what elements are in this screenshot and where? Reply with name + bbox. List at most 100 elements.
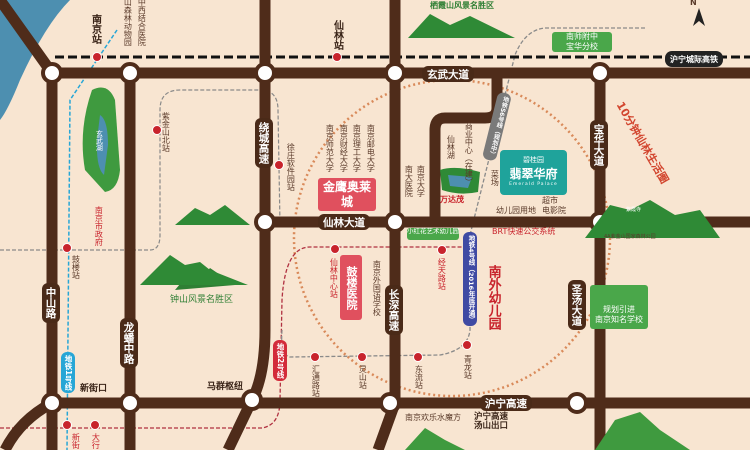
- project-brand: 碧桂园: [523, 156, 544, 164]
- poi-water-park: 南京欢乐水魔方: [405, 413, 461, 422]
- poi-xiaohonghua: 小红花艺术幼儿园: [407, 227, 459, 240]
- poi-gulou-hospital: 鼓楼医院: [340, 255, 362, 320]
- station-xianlin: 仙林站: [331, 20, 343, 50]
- junction: [119, 392, 141, 414]
- station-daxing: 大行: [91, 433, 101, 449]
- metro-station-icon: [152, 125, 162, 135]
- poi-market: 菜场: [490, 170, 500, 186]
- road-label-raocheng: 绕城高速: [255, 118, 273, 168]
- poi-xinjiekou: 新街口: [80, 384, 108, 394]
- poi-xianlin-lake: 仙林湖: [446, 135, 456, 159]
- poi-jinying: 金鹰奥莱城: [318, 178, 376, 211]
- station-xuzhuang: 徐庄软件园站: [286, 143, 296, 191]
- junction: [254, 62, 276, 84]
- metro-station-icon: [413, 352, 423, 362]
- poi-business: 商业中心（在建）: [464, 122, 474, 186]
- mountain-zijin-north: [175, 205, 250, 225]
- mountain-waterpark: [405, 428, 465, 450]
- junction: [119, 62, 141, 84]
- station-dongliu: 东流站: [414, 365, 424, 389]
- metro-station-icon: [62, 243, 72, 253]
- poi-zhongshan-scenic: 钟山风景名胜区: [170, 295, 234, 305]
- road-label-longpan: 龙蟠中路: [120, 318, 138, 368]
- mountain-tangshan: [595, 412, 690, 450]
- metro-station-icon: [90, 420, 100, 430]
- poi-brt: BRT快速公交系统: [492, 227, 556, 236]
- poi-njupt: 南京邮电大学: [366, 124, 376, 172]
- road-label-changshen: 长深高速: [385, 285, 403, 335]
- road-label-xuanwu: 玄武大道: [422, 66, 474, 82]
- metro-station-icon: [357, 352, 367, 362]
- junction: [589, 62, 611, 84]
- poi-supermarket: 超市: [542, 196, 558, 205]
- station-qinglong: 青龙站: [463, 355, 473, 379]
- poi-forest-park: 4A紫金山国家森林公园: [604, 234, 656, 240]
- junction: [41, 392, 63, 414]
- poi-nanda-hospital: 南大医院: [404, 165, 414, 197]
- label-qixia: 栖霞山风景名胜区: [430, 1, 494, 10]
- compass-label: N: [690, 0, 697, 7]
- station-lingshan: 灵山站: [358, 365, 368, 389]
- poi-njnu: 南京师范大学: [325, 124, 335, 172]
- junction: [384, 62, 406, 84]
- poi-planned-school: 规划引进 南京知名学校: [590, 285, 648, 329]
- metro-station-icon: [62, 420, 72, 430]
- poi-njust: 南京理工大学: [352, 124, 362, 172]
- metro-line-2: [0, 246, 470, 429]
- project-name-en: Emerald Palace: [509, 182, 558, 187]
- metro-station-icon: [437, 245, 447, 255]
- poi-nju: 南京大学: [416, 165, 426, 197]
- poi-tangshan-exit: 沪宁高速汤山出口: [474, 412, 509, 431]
- station-jingtian: 经天路站: [437, 258, 447, 290]
- junction: [566, 392, 588, 414]
- poi-xuanwu-lake: 玄武湖: [95, 130, 104, 151]
- poi-city-gov: 南京市政府: [94, 206, 104, 246]
- road-label-zhongshan: 中山路: [42, 283, 60, 323]
- mountain-qixia: [408, 14, 515, 38]
- metro-line-1: [66, 29, 118, 450]
- poi-forest-small: 紫霞寺: [626, 207, 642, 213]
- railway-label: 沪宁城际高铁: [665, 51, 723, 67]
- label-hospital-top: 中西结合医院: [137, 0, 147, 46]
- school-line1: 南师附中: [566, 32, 598, 41]
- metro-station-icon: [462, 340, 472, 350]
- project-card[interactable]: 碧桂园 翡翠华府 Emerald Palace: [500, 150, 567, 195]
- label-zoo: 山森林动物园: [123, 0, 133, 46]
- junction: [384, 211, 406, 233]
- planned-school-line1: 规划引进: [603, 305, 635, 314]
- junction: [241, 389, 263, 411]
- metro-line2-label: 地铁2号线: [273, 340, 287, 382]
- school-line2: 宝华分校: [566, 41, 598, 51]
- station-gulou: 鼓楼站: [71, 255, 81, 279]
- station-zijinshan: 紫金山北站: [161, 112, 171, 152]
- road-label-shengtang: 圣汤大道: [568, 280, 586, 330]
- poi-wanda: 万达茂: [440, 195, 464, 204]
- station-huitong: 汇通路站: [311, 365, 321, 397]
- station-nanjing: 南京站: [89, 14, 101, 44]
- station-xianlin-center: 仙林中心站: [329, 258, 339, 298]
- junction: [41, 62, 63, 84]
- road-label-huning: 沪宁高速: [480, 395, 532, 411]
- poi-cinema: 电影院: [542, 206, 566, 215]
- poi-kindergarten-land: 幼儿园用地: [496, 206, 536, 215]
- junction: [254, 211, 276, 233]
- station-xinjie: 新街: [71, 433, 81, 449]
- poi-nfls: 南京外国语学校: [372, 260, 382, 316]
- road-top-diag: [0, 0, 57, 77]
- xuanwu-lake: [96, 115, 108, 175]
- poi-nufe: 南京财经大学: [339, 124, 349, 172]
- metro-line4-label: 地铁4号线（2016年底开通）: [463, 232, 477, 326]
- xianlin-lake-water: [448, 175, 472, 188]
- metro-station-icon: [330, 244, 340, 254]
- metro-station-icon: [274, 160, 284, 170]
- planned-school-line2: 南京知名学校: [595, 314, 643, 324]
- north-arrow-icon: [693, 8, 705, 26]
- junction: [379, 392, 401, 414]
- metro-station-icon: [332, 52, 342, 62]
- poi-maqun: 马群枢纽: [207, 382, 244, 392]
- metro-station-icon: [310, 352, 320, 362]
- mountain-forest-park: [585, 200, 720, 238]
- mountain-zhongshan: [140, 255, 248, 285]
- road-label-xianlin: 仙林大道: [318, 214, 370, 230]
